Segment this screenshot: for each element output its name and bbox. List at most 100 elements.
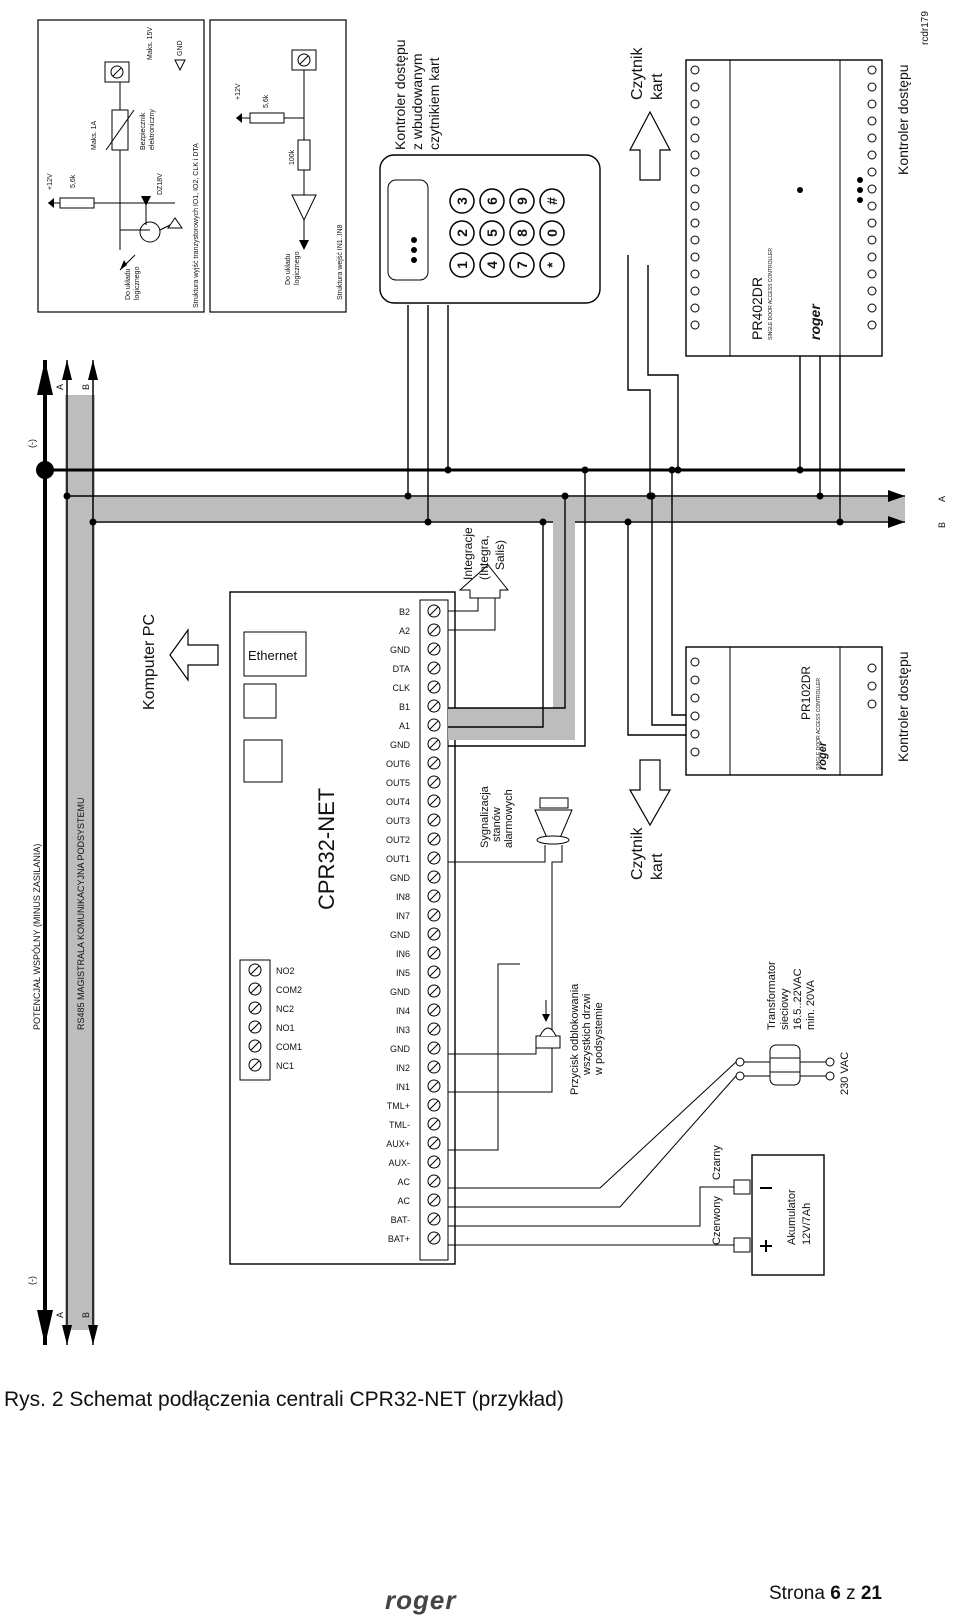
inset-out-logic: Do układu [125, 268, 132, 300]
cpr32-terminal: OUT1 [386, 851, 441, 865]
pr402-terminal-right [867, 320, 877, 330]
inset-in-r2: 100k [289, 149, 296, 165]
pr402-terminal-left [690, 184, 700, 194]
cpr32-terminal: GND [390, 737, 441, 751]
page-separator: z [846, 1583, 856, 1604]
cpr32-bus-link [448, 470, 586, 747]
inset-out-fuse: Bezpiecznik [140, 112, 147, 150]
bus-minus-bottom: (-) [27, 1276, 37, 1285]
pr102-logo: roger [817, 741, 829, 770]
wiring-diagram: (-) A B (-) A B A B POTENCJAŁ WSPÓLNY (M… [27, 11, 947, 1345]
pr102-controller [685, 646, 883, 776]
battery-label-2: 12V/7Ah [801, 1203, 813, 1245]
bus-a-top: A [55, 384, 65, 390]
relay-terminal-label: COM2 [276, 985, 302, 995]
relay-terminal: COM2 [248, 982, 302, 996]
pr102-sub: SINGLE DOOR ACCESS CONTROLLER [816, 678, 822, 770]
cpr32-terminal-label: GND [390, 645, 411, 655]
keypad-key-label: 4 [484, 261, 500, 269]
footer-logo: roger [385, 1585, 457, 1615]
cpr32-terminal-label: B1 [399, 702, 410, 712]
cpr32-box [229, 591, 456, 1265]
cpr32-terminal: OUT3 [386, 813, 441, 827]
pr102-terminals [690, 657, 877, 757]
pr402-terminals [690, 65, 877, 330]
inset-out-supply: +12V [47, 173, 54, 190]
cpr32-terminal: GND [390, 642, 441, 656]
battery-label-1: Akumulator [786, 1189, 798, 1245]
cpr32-terminal-label: CLK [392, 683, 410, 693]
bus-b-bottom: B [81, 1312, 91, 1318]
cpr32-terminal: TML- [389, 1117, 441, 1131]
pr102-terminal-left [690, 657, 700, 667]
cpr32-terminal: TML+ [387, 1098, 441, 1112]
inset-out-zener: DZ18V [157, 173, 164, 195]
pr402-terminal-left [690, 82, 700, 92]
figure-caption: Rys. 2 Schemat podłączenia centrali CPR3… [4, 1388, 564, 1411]
ethernet-label: Ethernet [248, 648, 298, 663]
bus-b-right: B [937, 522, 947, 528]
keypad-controller-label-3: czytnikiem kart [426, 57, 442, 150]
cpr32-terminal: BAT- [391, 1212, 441, 1226]
pr402-terminal-left [690, 150, 700, 160]
cpr32-terminal: GND [390, 870, 441, 884]
cpr32-terminal-label: IN4 [396, 1006, 410, 1016]
integration-label-3: Salis) [493, 540, 507, 570]
pr402-terminal-right [867, 116, 877, 126]
cpr32-terminal-label: OUT2 [386, 835, 410, 845]
cpr32-terminal: GND [390, 1041, 441, 1055]
pr402-terminal-right [867, 201, 877, 211]
cpr32-terminal: AC [397, 1193, 441, 1207]
cpr32-terminal: AC [397, 1174, 441, 1188]
button-label-3: w podsystemie [593, 1002, 605, 1076]
cpr32-terminal-label: DTA [393, 664, 410, 674]
keypad-controller-label-1: Kontroler dostępu [392, 39, 408, 150]
cpr32-terminal-label: TML+ [387, 1101, 410, 1111]
pr102-terminal-left [690, 693, 700, 703]
keypad-key: 2 [449, 220, 475, 246]
inset-input-structure [209, 19, 347, 313]
cpr32-terminal: OUT5 [386, 775, 441, 789]
cpr32-terminal: IN2 [396, 1060, 441, 1074]
keypad-key: 6 [479, 188, 505, 214]
keypad-controller-label-2: z wbudowanym [409, 54, 425, 151]
keypad-key: # [539, 188, 565, 214]
page-prefix: Strona [768, 1583, 825, 1604]
pr402-terminal-right [867, 167, 877, 177]
pr402-terminal-right [867, 218, 877, 228]
cpr32-terminal: DTA [393, 661, 441, 675]
pr402-terminal-left [690, 218, 700, 228]
cpr32-terminal-label: TML- [389, 1120, 410, 1130]
pr402-terminal-left [690, 133, 700, 143]
pc-arrow [169, 628, 219, 682]
pr402-terminal-left [690, 320, 700, 330]
inset-out-fuse-max: Maks. 1A [91, 120, 98, 150]
cpr32-terminal-label: GND [390, 873, 411, 883]
keypad-key-label: 5 [484, 229, 500, 237]
pr102-label: PR102DR [799, 666, 813, 720]
transformer [448, 1044, 835, 1208]
keypad-key: 1 [449, 252, 475, 278]
cpr32-terminal: IN4 [396, 1003, 441, 1017]
bus-rs485-label: RS485 MAGISTRALA KOMUNIKACYJNA PODSYSTEM… [76, 797, 86, 1030]
transformer-label-3: 16.5..22VAC [792, 968, 804, 1030]
keypad-key: * [539, 252, 565, 278]
button-label-2: wszystkich drzwi [581, 994, 593, 1076]
cpr32-terminal-label: OUT4 [386, 797, 410, 807]
keypad-key-label: 9 [514, 197, 530, 205]
pr402-terminal-left [690, 269, 700, 279]
keypad-key: 8 [509, 220, 535, 246]
keypad-key: 7 [509, 252, 535, 278]
relay-terminal-label: NC1 [276, 1061, 294, 1071]
battery [448, 1154, 825, 1276]
pr402-terminal-left [690, 167, 700, 177]
cpr32-terminal-label: AC [397, 1177, 410, 1187]
pr402-terminal-left [690, 303, 700, 313]
cpr32-terminal: GND [390, 984, 441, 998]
cpr32-terminal: AUX+ [386, 1136, 441, 1150]
pr402-terminal-left [690, 99, 700, 109]
inset-out-gnd: GND [177, 40, 184, 56]
pr102-terminal-right [867, 663, 877, 673]
pr402-terminal-right [867, 99, 877, 109]
